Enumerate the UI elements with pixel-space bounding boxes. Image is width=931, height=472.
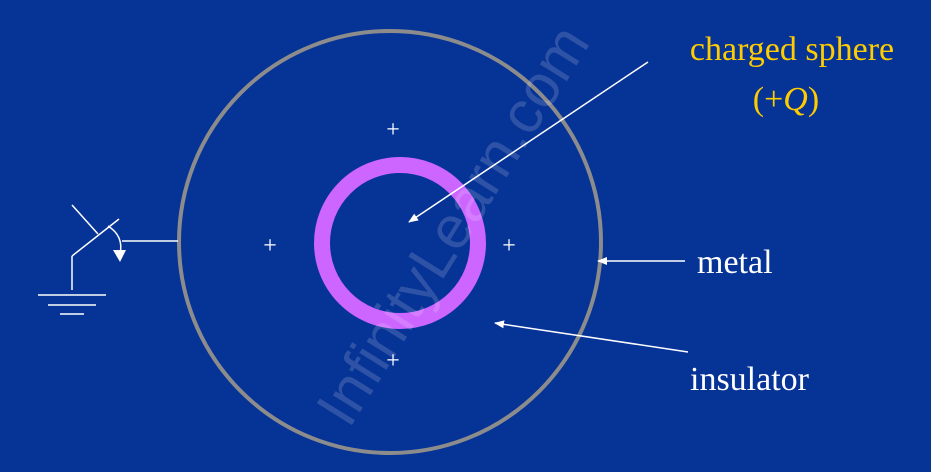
charge-quantity-close: ) [808, 81, 819, 118]
charged-sphere-label: charged sphere [690, 31, 894, 68]
insulator-label: insulator [690, 361, 810, 398]
charge-quantity-symbol: Q [783, 81, 808, 118]
switch-lever [71, 204, 99, 235]
charge-sign-top: + [386, 117, 400, 143]
switch-arrow-icon [113, 250, 126, 262]
charged-sphere-arrow [408, 61, 649, 223]
charge-sign-left: + [263, 233, 277, 259]
charge-sign-bottom: + [386, 348, 400, 374]
metal-label: metal [697, 244, 773, 281]
metal-shell [177, 29, 603, 455]
charge-quantity-label: (+Q) [753, 81, 819, 118]
charged-sphere [314, 157, 486, 329]
charge-quantity-open: (+ [753, 81, 784, 118]
charge-sign-right: + [502, 233, 516, 259]
insulator-arrow [494, 320, 689, 353]
switch-blade [71, 218, 120, 257]
